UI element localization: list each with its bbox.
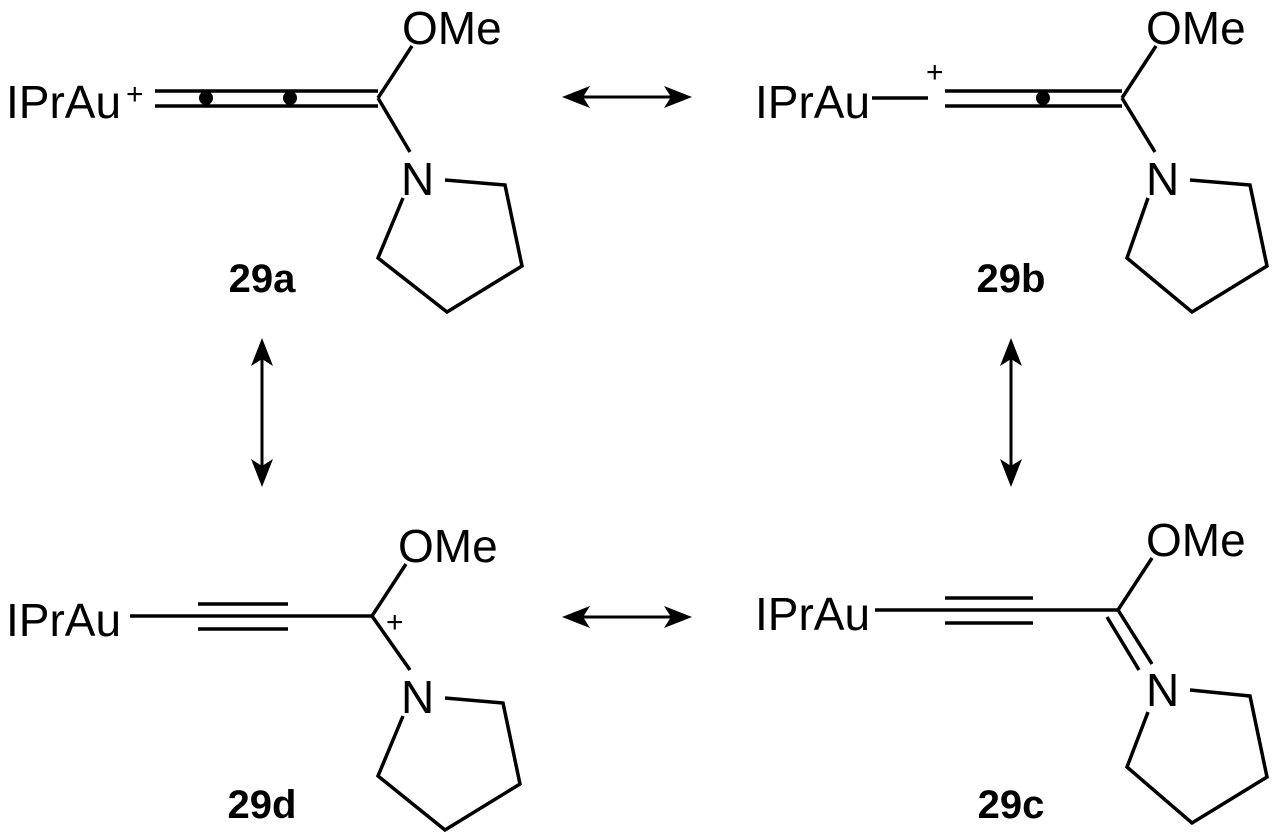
compound-label-29d: 29d xyxy=(228,783,297,827)
structure-29c: IPrAu OMe N 29c xyxy=(755,514,1269,827)
bond-c-o-29d xyxy=(370,563,408,617)
nitrogen-label-29d: N xyxy=(401,671,434,723)
pyrrolidine-ring-29d xyxy=(375,696,522,833)
charge-29b: + xyxy=(926,56,944,89)
ether-label-29a: OMe xyxy=(402,2,502,54)
metal-label-29a: IPrAu xyxy=(6,76,121,128)
structure-29b: IPrAu + OMe N 29b xyxy=(755,2,1269,315)
bond-c-n-29a xyxy=(376,97,412,153)
bond-c-o-29b xyxy=(1120,45,1158,99)
pyrrolidine-ring-29a xyxy=(375,178,524,315)
nitrogen-label-29b: N xyxy=(1146,153,1179,205)
charge-29d: + xyxy=(386,606,404,639)
pyrrolidine-ring-29b xyxy=(1124,178,1269,315)
ether-label-29d: OMe xyxy=(398,520,498,572)
compound-label-29a: 29a xyxy=(229,257,296,301)
metal-label-29d: IPrAu xyxy=(6,594,121,646)
compound-label-29c: 29c xyxy=(978,783,1045,827)
bond-c-n-29d xyxy=(370,614,412,672)
metal-label-29c: IPrAu xyxy=(755,588,870,640)
radical-dot-29a-1 xyxy=(199,91,213,105)
bond-c-o-29a xyxy=(376,45,414,99)
metal-label-29b: IPrAu xyxy=(755,76,870,128)
radical-dot-29a-2 xyxy=(283,91,297,105)
resonance-arrow-29b-29c xyxy=(1000,338,1022,487)
nitrogen-label-29a: N xyxy=(401,153,434,205)
structure-29a: IPrAu + OMe N 29a xyxy=(6,2,524,315)
radical-dot-29b xyxy=(1036,91,1050,105)
ether-label-29b: OMe xyxy=(1146,2,1246,54)
resonance-arrow-29d-29c xyxy=(562,606,692,628)
resonance-arrow-29a-29d xyxy=(251,338,273,487)
nitrogen-label-29c: N xyxy=(1146,664,1179,716)
resonance-arrow-29a-29b xyxy=(562,86,692,108)
structure-29d: IPrAu OMe + N 29d xyxy=(6,520,522,833)
charge-29a: + xyxy=(126,78,144,111)
ether-label-29c: OMe xyxy=(1146,514,1246,566)
bond-c-n-29c-1 xyxy=(1116,609,1154,665)
pyrrolidine-ring-29c xyxy=(1124,688,1269,826)
bond-c-o-29c xyxy=(1116,557,1154,611)
compound-label-29b: 29b xyxy=(977,257,1046,301)
bond-c-n-29b xyxy=(1120,97,1157,153)
bond-c-n-29c-2 xyxy=(1105,616,1141,671)
